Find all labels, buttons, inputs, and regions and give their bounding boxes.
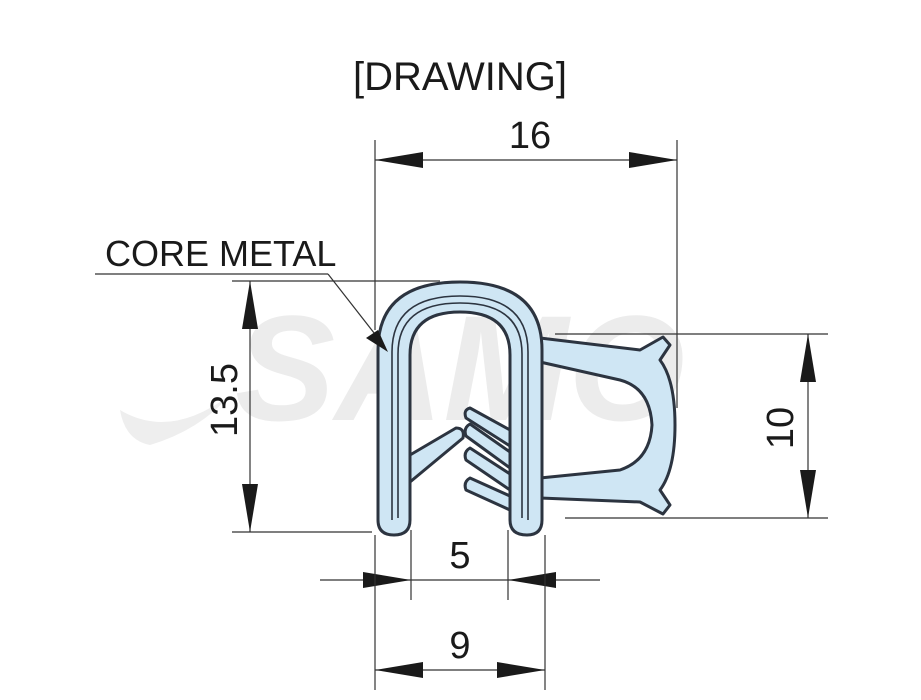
seal-fin-right-4 xyxy=(463,476,512,512)
dimension-overall-width-label: 16 xyxy=(509,115,551,157)
core-metal xyxy=(391,295,529,520)
dimension-seal-height: 10 xyxy=(555,333,828,519)
drawing-title: [DRAWING] xyxy=(353,55,567,99)
dimension-base-width-label: 9 xyxy=(449,625,470,667)
dimension-overall-width: 16 xyxy=(374,115,678,408)
callout-core-metal-label: CORE METAL xyxy=(105,233,336,274)
seal-fin-right-2 xyxy=(463,422,512,470)
dimension-overall-height-label: 13.5 xyxy=(204,363,246,437)
seal-bulb xyxy=(538,335,677,516)
seal-channel xyxy=(376,280,544,537)
dimension-inner-gap: 5 xyxy=(320,530,600,600)
dimension-overall-height: 13.5 xyxy=(204,280,440,533)
dimension-inner-gap-label: 5 xyxy=(449,535,470,577)
seal-fin-right-3 xyxy=(463,446,512,492)
callout-core-metal: CORE METAL xyxy=(95,233,388,352)
seal-fin-left xyxy=(408,426,465,484)
seal-fin-right-1 xyxy=(463,406,512,448)
seal-profile xyxy=(376,280,677,537)
dimension-base-width: 9 xyxy=(374,535,546,690)
core-metal-inner xyxy=(397,302,523,518)
dimension-seal-height-label: 10 xyxy=(760,407,802,449)
